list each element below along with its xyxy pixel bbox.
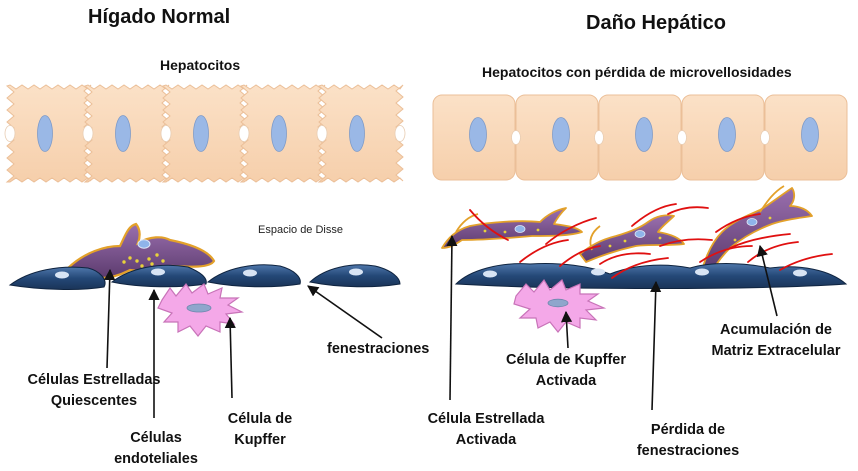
hepatocytes-label: Hepatocitos [160,57,240,73]
matrix-accumulation-label: Acumulación de Matriz Extracelular [694,320,858,362]
matrix-accumulation-label-line-2: Matriz Extracelular [694,341,858,362]
fenestration-loss-label-line-2: fenestraciones [618,441,758,462]
damaged-hepatocyte-nucleus [553,118,570,152]
endothelial-label-line-1: Células [104,428,208,449]
damaged-hepatocytes-label: Hepatocitos con pérdida de microvellosid… [482,64,792,80]
kupffer-label: Célula de Kupffer [210,409,310,451]
bile-canaliculus [161,126,171,142]
bile-canaliculus [512,131,521,145]
activated-stellate-label-line-2: Activada [412,430,560,451]
hepatocyte-nucleus [272,116,287,152]
activated-kupffer-label-line-2: Activada [496,371,636,392]
fenestration-loss-label: Pérdida de fenestraciones [618,420,758,462]
fenestration-loss-label-line-1: Pérdida de [618,420,758,441]
hepatocyte-nucleus [194,116,209,152]
matrix-accumulation-label-line-1: Acumulación de [694,320,858,341]
damaged-hepatocyte-nucleus [470,118,487,152]
liver-damage-title: Daño Hepático [586,12,726,35]
bile-canaliculus [761,131,770,145]
hepatocyte-nucleus [116,116,131,152]
quiescent-stellate-label: Células Estrelladas Quiescentes [4,370,184,412]
endothelial-label: Células endoteliales [104,428,208,470]
hepatocyte-nucleus [38,116,53,152]
normal-liver-title: Hígado Normal [88,6,230,29]
activated-stellate-label-line-1: Célula Estrellada [412,409,560,430]
bile-canaliculus [5,126,15,142]
hepatocyte-nucleus [350,116,365,152]
damaged-hepatocyte-nucleus [802,118,819,152]
bile-canaliculus [678,131,687,145]
bile-canaliculus [395,126,405,142]
bile-canaliculus [239,126,249,142]
activated-stellate-cells [442,186,812,272]
activated-kupffer-label: Célula de Kupffer Activada [496,350,636,392]
quiescent-stellate-label-line-1: Células Estrelladas [4,370,184,391]
kupffer-cell [158,284,242,336]
bile-canaliculus [595,131,604,145]
damaged-hepatocyte-nucleus [636,118,653,152]
endothelial-label-line-2: endoteliales [104,449,208,470]
kupffer-label-line-2: Kupffer [210,430,310,451]
damaged-hepatocyte-nucleus [719,118,736,152]
damaged-endothelial-cells [456,263,846,288]
normal-hepatocyte-row [5,85,405,182]
bile-canaliculus [83,126,93,142]
quiescent-stellate-label-line-2: Quiescentes [4,391,184,412]
disse-space-label: Espacio de Disse [258,224,343,236]
fenestrations-label: fenestraciones [327,339,429,360]
bile-canaliculus [317,126,327,142]
activated-stellate-label: Célula Estrellada Activada [412,409,560,451]
kupffer-label-line-1: Célula de [210,409,310,430]
damaged-hepatocyte-row [433,95,847,180]
activated-kupffer-label-line-1: Célula de Kupffer [496,350,636,371]
